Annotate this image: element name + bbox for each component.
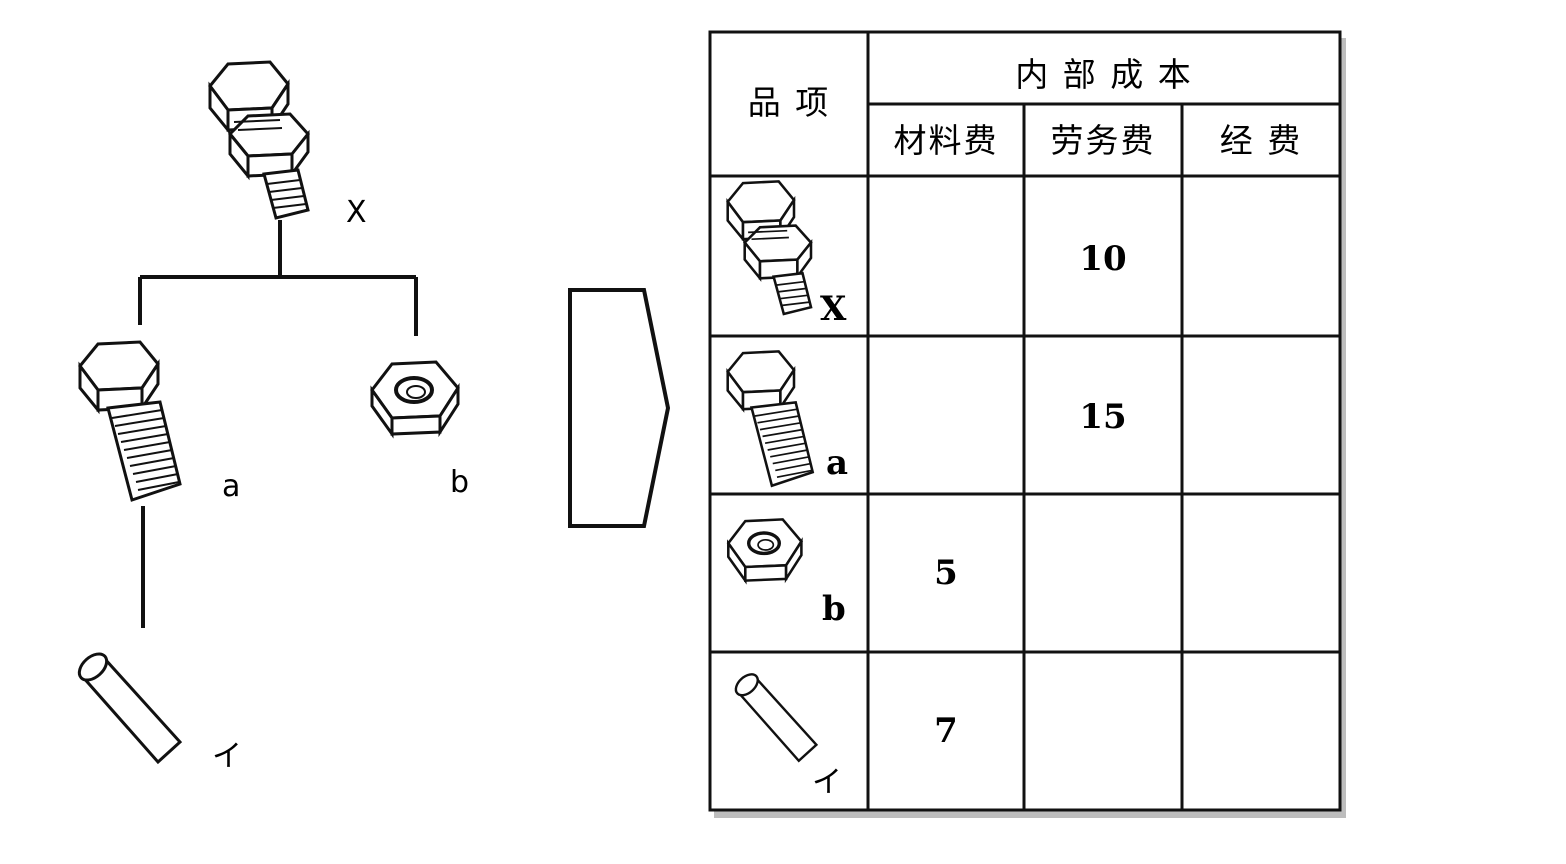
tree-grandchild-label: イ <box>212 739 242 774</box>
labor-cost-value: 10 <box>1079 239 1126 279</box>
material-cost-value: 7 <box>934 711 958 751</box>
tree-child-label-b: b <box>450 465 469 500</box>
expense-header: 经 费 <box>1220 121 1303 160</box>
material-cost-header: 材料费 <box>894 121 999 160</box>
row-label: a <box>826 443 848 483</box>
row-label: イ <box>812 765 842 800</box>
bom-tree: X a b イ <box>72 62 469 774</box>
bolt-icon <box>78 340 182 502</box>
cylinder-rod-icon <box>72 647 182 764</box>
labor-cost-value: 15 <box>1079 397 1126 437</box>
table-row: イ 7 <box>730 669 958 800</box>
row-label: b <box>822 589 846 629</box>
bolt-nut-assembly-icon <box>210 62 308 218</box>
material-cost-value: 5 <box>934 553 958 593</box>
item-column-header: 品 项 <box>748 83 831 122</box>
table-row: X 10 <box>728 181 1127 329</box>
table-row: b 5 <box>726 517 958 629</box>
cost-table: 品 项 内 部 成 本 材料费 劳务费 经 费 X 10 a 15 b 5 <box>708 30 1346 818</box>
row-label: X <box>820 289 847 329</box>
internal-cost-group-header: 内 部 成 本 <box>1015 55 1192 94</box>
tree-connector-lines <box>138 220 418 628</box>
chevron-right-arrow-icon <box>568 288 671 528</box>
labor-cost-header: 劳务费 <box>1051 121 1156 160</box>
hex-nut-icon <box>370 360 460 436</box>
tree-child-label-a: a <box>222 469 240 504</box>
tree-root-label: X <box>346 195 367 230</box>
table-row: a 15 <box>726 350 1127 487</box>
hex-nut-icon <box>726 517 804 583</box>
